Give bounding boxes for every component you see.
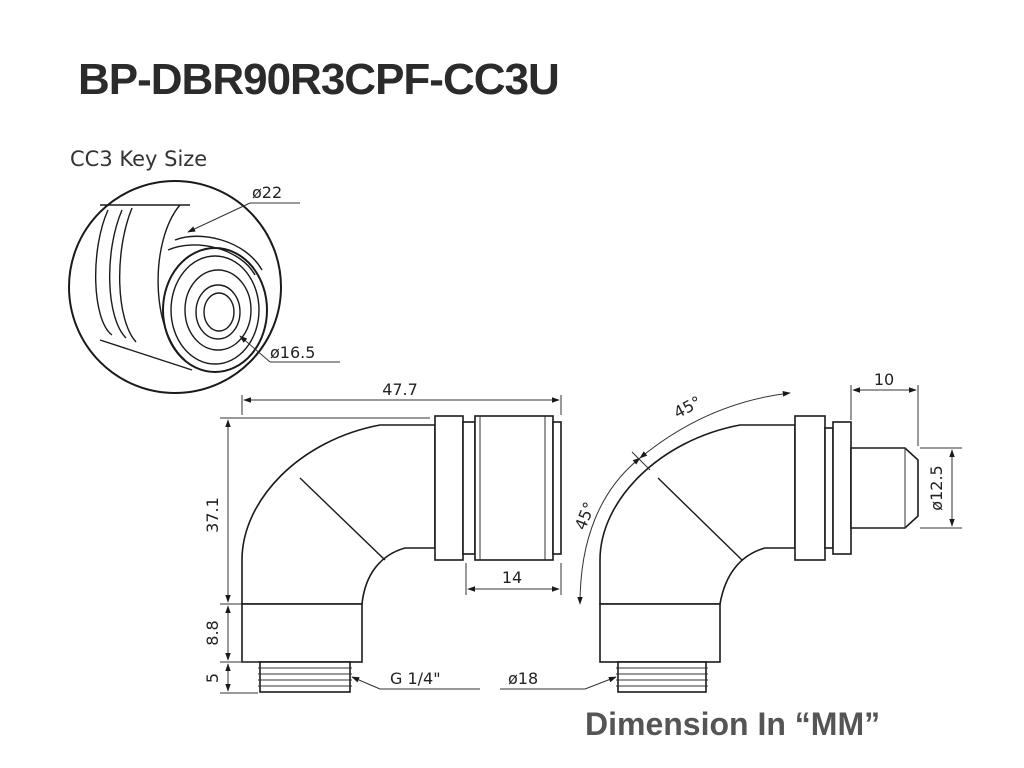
dim-ring-length: 14 (502, 568, 522, 587)
dim-height-upper: 37.1 (203, 497, 222, 533)
dim-height-thread: 5 (203, 673, 222, 683)
left-ring (474, 415, 554, 561)
right-tip (850, 447, 919, 529)
angle-arc-top (639, 391, 791, 459)
product-title: BP-DBR90R3CPF-CC3U (78, 55, 559, 104)
key-size-detail: ø22 ø16.5 (68, 180, 340, 394)
angle-arc-left (577, 457, 641, 605)
dim-angle-left: 45° (571, 499, 599, 532)
left-outer-collar (434, 415, 464, 561)
units-footer: Dimension In “MM” (585, 706, 880, 742)
left-miter-line (299, 477, 386, 561)
dim-tip-diameter: ø12.5 (927, 465, 946, 510)
right-base-collar (599, 603, 721, 663)
right-outer-collar (794, 415, 826, 561)
dim-inner-diameter: ø16.5 (270, 343, 315, 362)
left-base-collar (241, 603, 363, 663)
dim-base-diameter: ø18 (508, 669, 538, 688)
dim-thread-spec: G 1/4" (390, 669, 441, 688)
dim-angle-top: 45° (670, 392, 704, 422)
key-size-label: CC3 Key Size (70, 147, 207, 171)
detail-fitting-body (95, 204, 268, 373)
dim-outer-diameter: ø22 (252, 183, 282, 202)
dim-total-length: 47.7 (382, 380, 418, 399)
right-fitting-view: 10 ø12.5 45° 45° (571, 370, 962, 693)
left-fitting-view: 47.7 37.1 8.8 5 14 G 1/4" ø18 (203, 380, 617, 694)
right-thread (617, 661, 707, 693)
left-thread (259, 661, 351, 693)
detail-circle-outline (68, 180, 282, 394)
right-miter-line (657, 477, 743, 561)
dim-height-middle: 8.8 (203, 620, 222, 645)
dim-tip-length: 10 (874, 370, 894, 389)
